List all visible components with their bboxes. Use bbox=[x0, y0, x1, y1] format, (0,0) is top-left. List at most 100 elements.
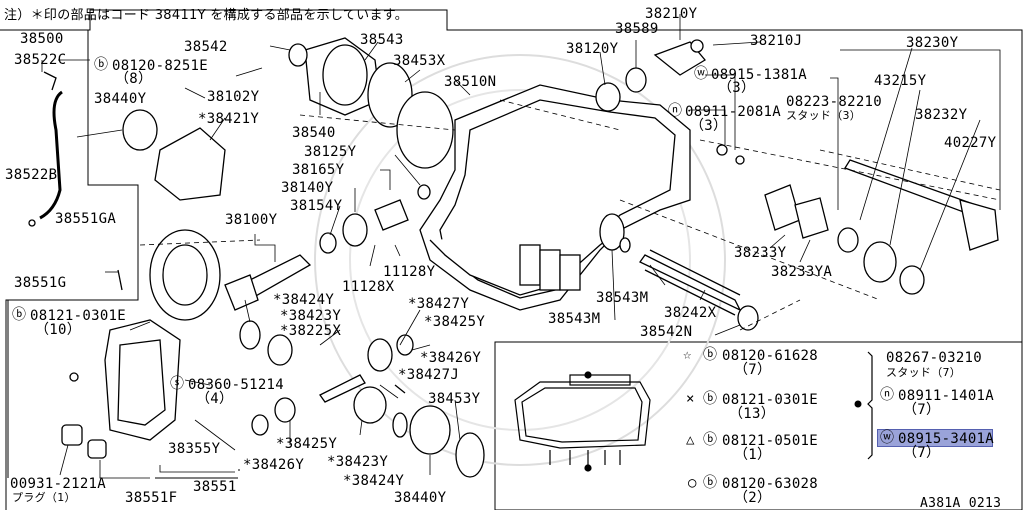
label-38543M-left: 38543M bbox=[548, 311, 601, 327]
legend-tri-qty: （1） bbox=[734, 447, 772, 463]
label-38500: 38500 bbox=[20, 31, 64, 47]
legend-stud-qty: スタッド（7） bbox=[886, 366, 962, 379]
cross-icon: × bbox=[686, 391, 695, 407]
legend-star-code: 08120-61628 bbox=[722, 348, 819, 364]
label-38424Y-a: *38424Y bbox=[273, 292, 335, 308]
label-38425Y-b: *38425Y bbox=[276, 436, 338, 452]
label-38140Y: 38140Y bbox=[281, 180, 334, 196]
legend-nut-code: 08911-1401A bbox=[898, 388, 995, 404]
label-38423Y-a: *38423Y bbox=[280, 308, 342, 324]
label-00931-2121A: 00931-2121A bbox=[10, 476, 107, 492]
legend-cross-code: 08121-0301E bbox=[722, 392, 819, 408]
label-08121-0301E: 08121-0301E bbox=[30, 308, 127, 324]
label-38440Y-top: 38440Y bbox=[94, 91, 147, 107]
qty-8: （8） bbox=[115, 71, 153, 87]
label-38423Y-b: *38423Y bbox=[327, 454, 389, 470]
label-38102Y: 38102Y bbox=[207, 89, 260, 105]
label-38232Y: 38232Y bbox=[915, 107, 968, 123]
label-38125Y: 38125Y bbox=[304, 144, 357, 160]
label-38551: 38551 bbox=[193, 479, 237, 495]
label-40227Y: 40227Y bbox=[944, 135, 997, 151]
label-08911-2081A: 08911-2081A bbox=[685, 104, 782, 120]
plug-1: プラグ（1） bbox=[12, 491, 76, 504]
label-38233Y: 38233Y bbox=[734, 245, 787, 261]
qty-3b: （3） bbox=[690, 118, 728, 134]
label-38210Y: 38210Y bbox=[645, 6, 698, 22]
label-38543M-right: 38543M bbox=[596, 290, 649, 306]
b-mark-5: ⓑ bbox=[703, 432, 717, 448]
label-38540: 38540 bbox=[292, 125, 336, 141]
label-38120Y: 38120Y bbox=[566, 41, 619, 57]
label-38154Y: 38154Y bbox=[290, 198, 343, 214]
label-38551F: 38551F bbox=[125, 490, 178, 506]
circle-icon: ○ bbox=[688, 475, 697, 491]
legend-circ-qty: （2） bbox=[734, 490, 772, 506]
w-mark-2: ⓦ bbox=[880, 430, 894, 446]
label-38589: 38589 bbox=[615, 21, 659, 37]
label-38522B: 38522B bbox=[5, 167, 58, 183]
label-38551GA: 38551GA bbox=[55, 211, 117, 227]
label-38522C: 38522C bbox=[14, 52, 67, 68]
label-43215Y: 43215Y bbox=[874, 73, 927, 89]
label-38551G: 38551G bbox=[14, 275, 67, 291]
label-38242X: 38242X bbox=[664, 305, 717, 321]
label-38440Y-bottom: 38440Y bbox=[394, 490, 447, 506]
label-38543: 38543 bbox=[360, 32, 404, 48]
legend-cross-qty: （13） bbox=[729, 406, 776, 422]
label-38425Y-a: *38425Y bbox=[424, 314, 486, 330]
qty-3a: （3） bbox=[718, 80, 756, 96]
note-text: 注）＊印の部品はコード 38411Y を構成する部品を示しています。 bbox=[4, 8, 409, 23]
legend-stud-code: 08267-03210 bbox=[886, 350, 983, 366]
legend-washer-qty: （7） bbox=[903, 445, 941, 461]
b-mark-4: ⓑ bbox=[703, 391, 717, 407]
label-38542: 38542 bbox=[184, 39, 228, 55]
drawing-id: A381A 0213 bbox=[920, 496, 1002, 511]
label-08120-8251E: 08120-8251E bbox=[112, 58, 209, 74]
label-38421Y: *38421Y bbox=[198, 111, 260, 127]
label-38233YA: 38233YA bbox=[771, 264, 833, 280]
label-38225X: *38225X bbox=[280, 323, 342, 339]
s-mark-1: ⓢ bbox=[170, 376, 184, 392]
b-mark-3: ⓑ bbox=[703, 347, 717, 363]
legend-circ-code: 08120-63028 bbox=[722, 476, 819, 492]
label-38165Y: 38165Y bbox=[292, 162, 345, 178]
label-08223-82210: 08223-82210 bbox=[786, 94, 883, 110]
label-38100Y: 38100Y bbox=[225, 212, 278, 228]
legend-washer-code: 08915-3401A bbox=[898, 431, 995, 447]
label-38210J: 38210J bbox=[750, 33, 803, 49]
star-icon: ☆ bbox=[683, 347, 692, 363]
triangle-icon: △ bbox=[686, 432, 695, 448]
label-38424Y-b: *38424Y bbox=[343, 473, 405, 489]
label-38426Y-b: *38426Y bbox=[243, 457, 305, 473]
w-mark-1: ⓦ bbox=[694, 66, 708, 82]
label-38453Y: 38453Y bbox=[428, 391, 481, 407]
legend-frame bbox=[494, 341, 1023, 510]
n-mark-1: ⓝ bbox=[668, 103, 682, 119]
label-11128Y: 11128Y bbox=[383, 264, 436, 280]
qty-4: （4） bbox=[196, 391, 234, 407]
b-mark-6: ⓑ bbox=[703, 475, 717, 491]
label-08360-51214: 08360-51214 bbox=[188, 377, 285, 393]
label-38542N: 38542N bbox=[640, 324, 693, 340]
label-08915-1381A: 08915-1381A bbox=[711, 67, 808, 83]
label-11128X: 11128X bbox=[342, 279, 395, 295]
label-38453X: 38453X bbox=[393, 53, 446, 69]
label-38427J: *38427J bbox=[398, 367, 460, 383]
highlight-box bbox=[877, 429, 993, 447]
label-38426Y-a: *38426Y bbox=[420, 350, 482, 366]
stud-3: スタッド（3） bbox=[786, 109, 862, 122]
top-frame-line bbox=[0, 9, 1023, 342]
legend-nut-qty: （7） bbox=[903, 402, 941, 418]
label-38510N: 38510N bbox=[444, 74, 497, 90]
label-38230Y: 38230Y bbox=[906, 35, 959, 51]
legend-tri-code: 08121-0501E bbox=[722, 433, 819, 449]
label-38427Y: *38427Y bbox=[408, 296, 470, 312]
n-mark-2: ⓝ bbox=[880, 387, 894, 403]
b-mark-2: ⓑ bbox=[12, 307, 26, 323]
legend-star-qty: （7） bbox=[734, 362, 772, 378]
label-38355Y: 38355Y bbox=[168, 441, 221, 457]
qty-10: （10） bbox=[35, 322, 82, 338]
b-mark-1: ⓑ bbox=[94, 57, 108, 73]
